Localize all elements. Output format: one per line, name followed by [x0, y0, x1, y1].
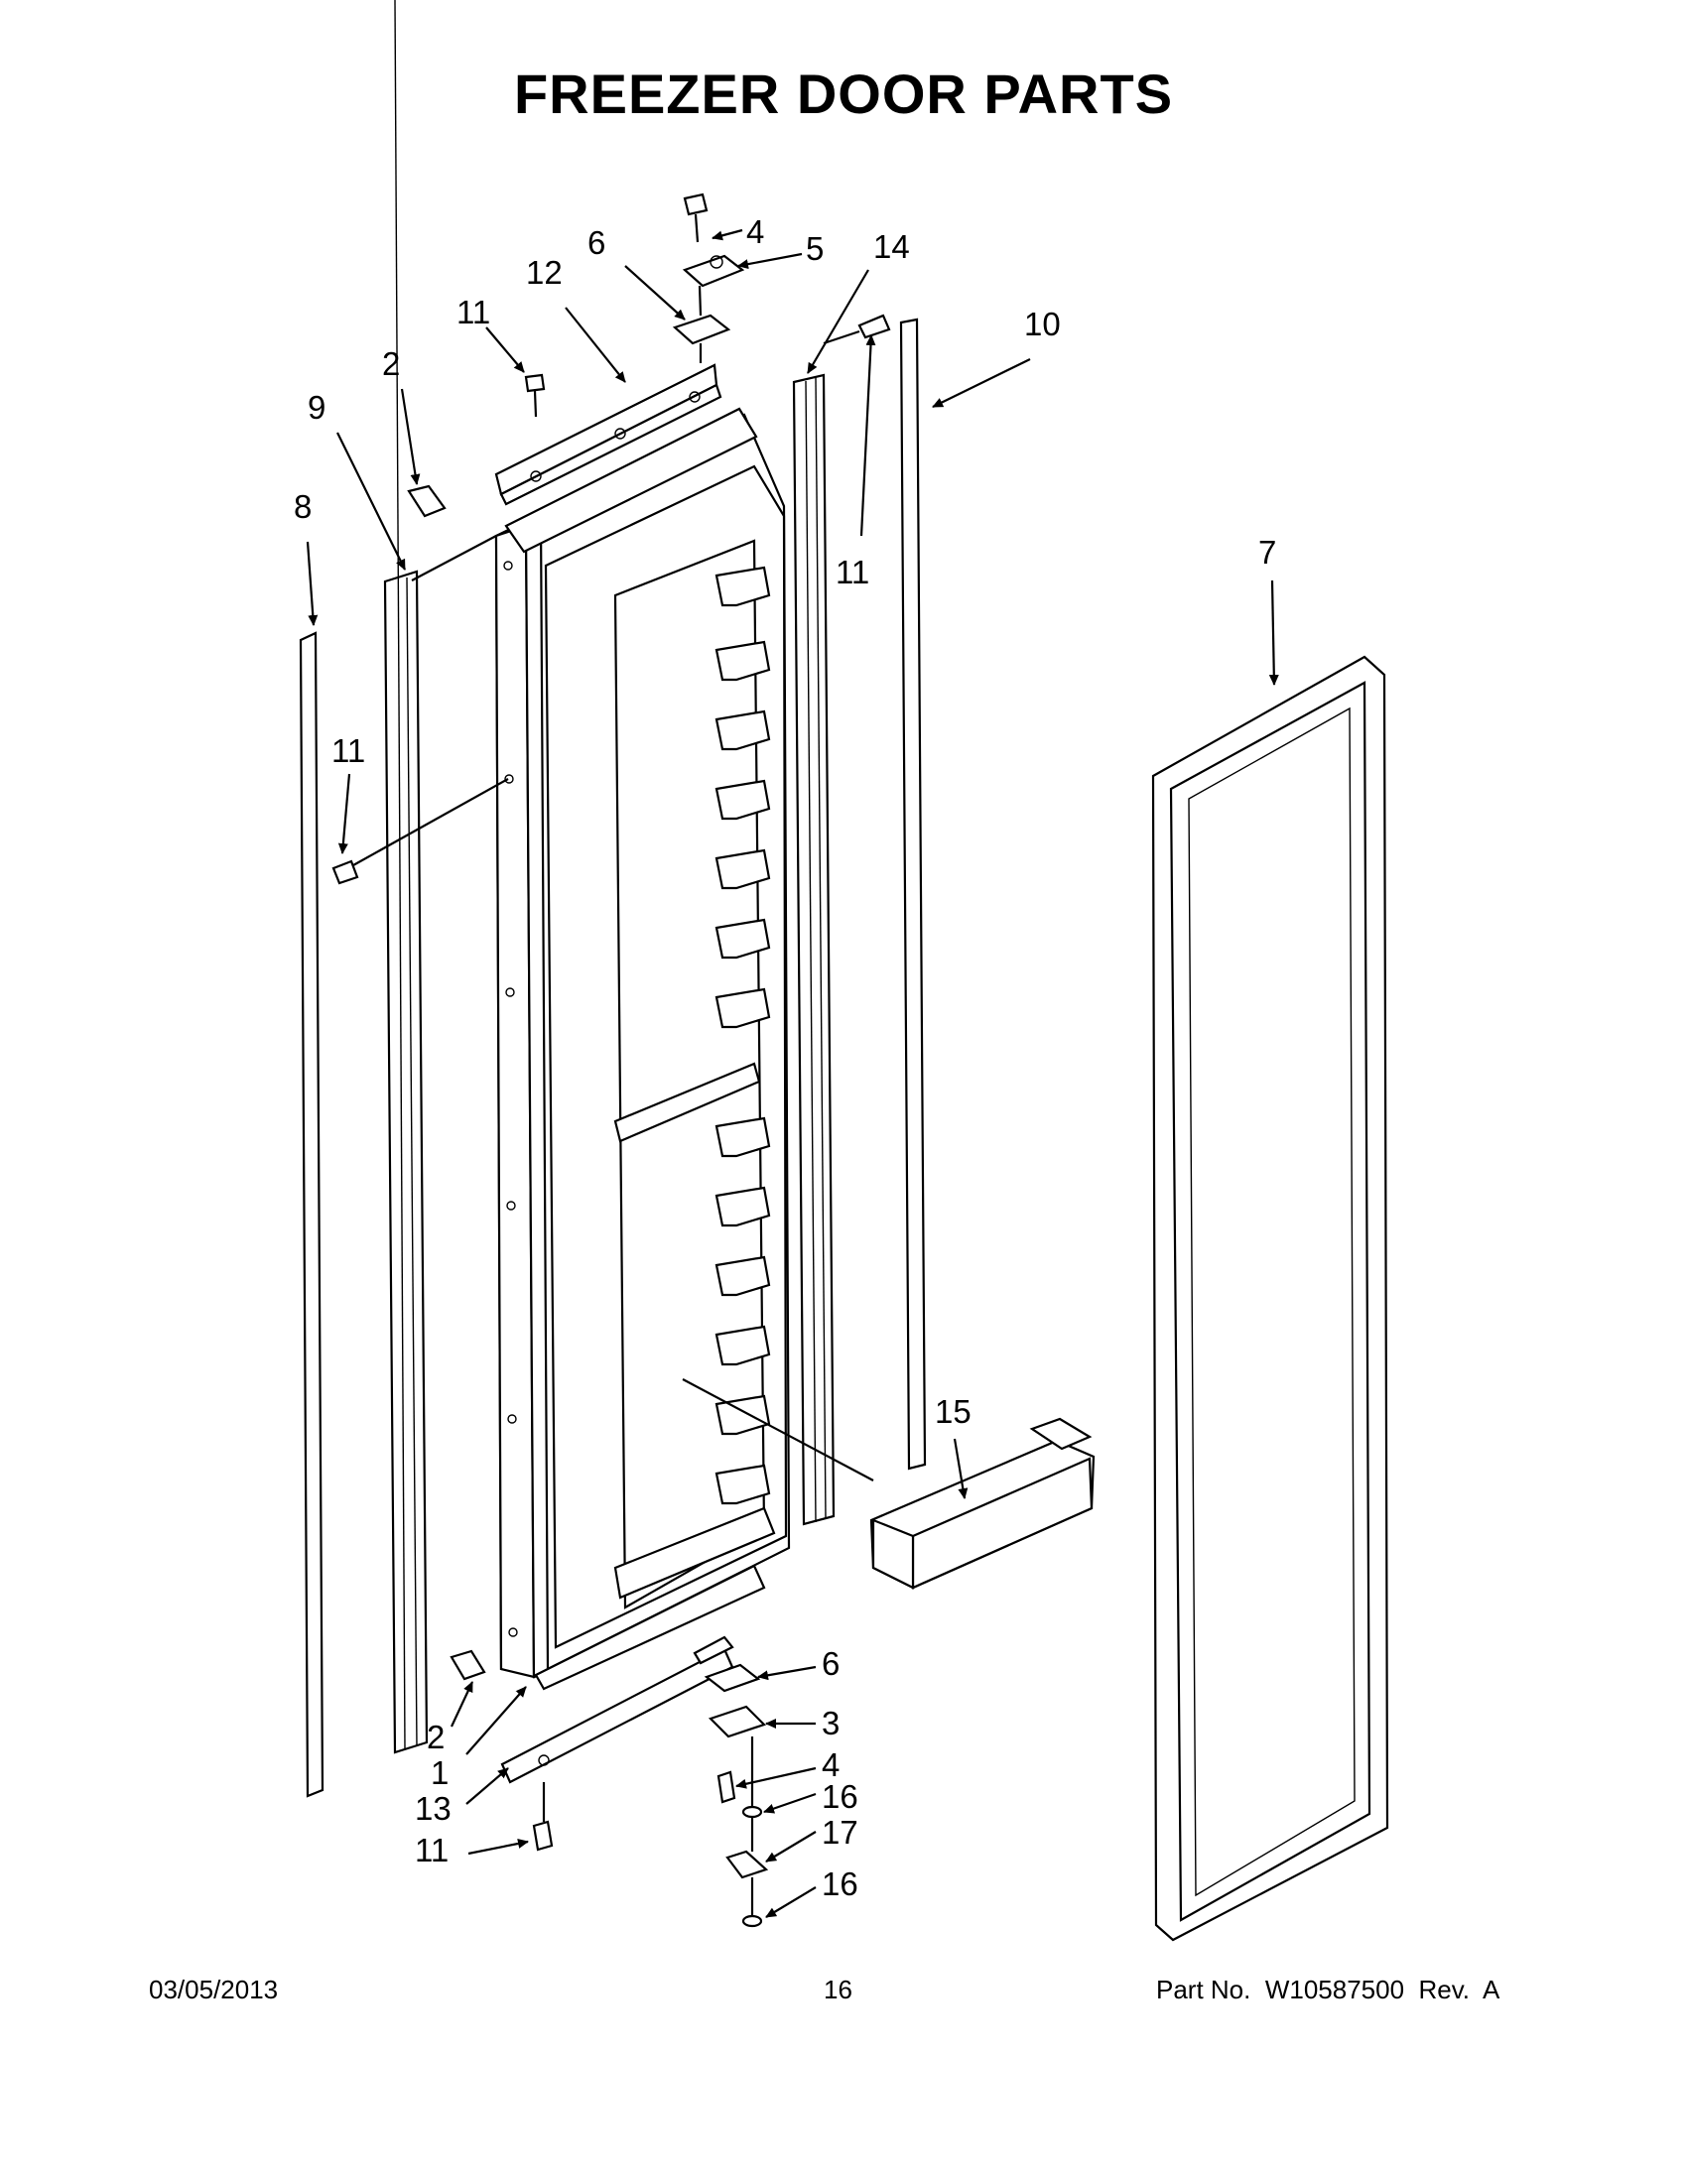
callout-11-bottom: 11 — [415, 1832, 449, 1868]
callout-labels: 4 5 6 12 14 11 10 2 9 8 11 7 11 15 6 3 4… — [294, 213, 1276, 1902]
callout-16-bottom: 16 — [822, 1865, 858, 1902]
callout-9: 9 — [308, 389, 325, 426]
callout-8: 8 — [294, 488, 312, 525]
callout-4-bottom: 4 — [822, 1746, 840, 1783]
part-12-top-bracket — [494, 363, 722, 506]
part-7-door-panel — [1151, 655, 1389, 1942]
callout-11-top: 11 — [456, 294, 490, 330]
top-hinge-parts — [331, 193, 891, 885]
footer-part-number: Part No. W10587500 Rev. A — [1156, 1975, 1500, 2004]
part-9-left-channel — [383, 0, 429, 1754]
assembly-lines — [411, 535, 874, 1481]
callout-11-right: 11 — [836, 554, 869, 590]
callout-6-bottom: 6 — [822, 1645, 840, 1682]
part-10-trim-strip — [899, 318, 927, 1471]
callout-2-bottom: 2 — [427, 1719, 445, 1755]
part-8-trim-strip — [299, 631, 324, 1798]
callout-15: 15 — [935, 1393, 972, 1430]
callout-7: 7 — [1258, 534, 1276, 571]
part-15-bin — [869, 1417, 1096, 1590]
callout-12: 12 — [526, 254, 563, 291]
callout-11-left: 11 — [331, 732, 365, 769]
callout-4-top: 4 — [746, 213, 764, 250]
bin-supports — [714, 566, 771, 1505]
callout-6-top: 6 — [587, 224, 605, 261]
page-title: FREEZER DOOR PARTS — [513, 63, 1174, 125]
part-1-door-liner — [494, 407, 791, 1691]
callout-3: 3 — [822, 1705, 840, 1741]
callout-2-top: 2 — [382, 345, 400, 382]
callout-1: 1 — [431, 1754, 449, 1791]
bottom-hinge-parts — [450, 1649, 769, 1928]
callout-17: 17 — [822, 1814, 858, 1851]
part-14-right-channel — [792, 373, 836, 1526]
callout-14: 14 — [873, 228, 910, 265]
leader-arrows — [306, 228, 1279, 1918]
callout-13: 13 — [415, 1790, 452, 1827]
footer-date: 03/05/2013 — [149, 1975, 279, 2004]
callout-16-top: 16 — [822, 1778, 858, 1815]
callout-5: 5 — [806, 230, 824, 267]
callout-10: 10 — [1024, 306, 1061, 342]
footer-page-number: 16 — [824, 1975, 852, 2004]
